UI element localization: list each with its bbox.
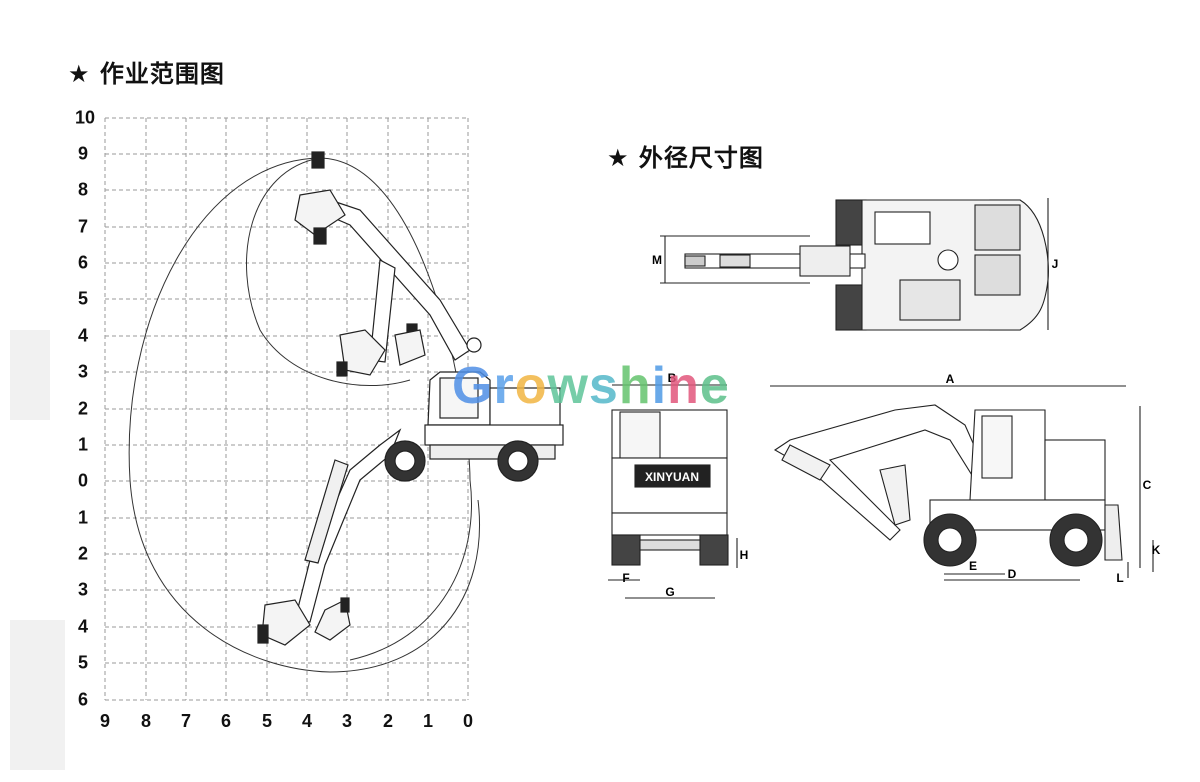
y-tick-label: 6 xyxy=(77,252,88,273)
y-tick-label: 0 xyxy=(77,470,88,491)
x-tick-label: 6 xyxy=(220,711,232,731)
front-view-drawing xyxy=(608,384,738,599)
dim-label-h: H xyxy=(740,548,749,562)
watermark-letter: e xyxy=(699,357,730,415)
y-tick-label: 3 xyxy=(77,361,88,382)
front-view-brand: XINYUAN xyxy=(645,470,699,484)
dim-label-j: J xyxy=(1052,257,1059,271)
watermark-letter: h xyxy=(618,357,652,415)
dim-label-g: G xyxy=(665,585,674,599)
dim-label-c: C xyxy=(1143,478,1152,492)
y-tick-label: 2 xyxy=(77,543,88,564)
watermark-letter: n xyxy=(667,357,700,415)
x-tick-label: 1 xyxy=(422,711,434,731)
x-tick-label: 2 xyxy=(382,711,394,731)
x-tick-label: 4 xyxy=(301,711,313,731)
dimensions-title: ★ 外径尺寸图 xyxy=(607,144,764,172)
x-tick-label: 9 xyxy=(99,711,111,731)
y-tick-label: 1 xyxy=(77,434,88,455)
top-view-drawing xyxy=(660,198,1049,331)
y-tick-label: 5 xyxy=(77,288,88,309)
watermark-letter: r xyxy=(493,357,515,415)
y-tick-label: 4 xyxy=(77,325,88,346)
y-tick-label: 2 xyxy=(77,398,88,419)
y-tick-label: 10 xyxy=(74,107,95,128)
y-tick-label: 3 xyxy=(77,579,88,600)
y-tick-label: 5 xyxy=(77,652,88,673)
y-tick-label: 6 xyxy=(77,689,88,710)
x-tick-label: 5 xyxy=(261,711,273,731)
y-tick-label: 9 xyxy=(77,143,88,164)
watermark-letter: G xyxy=(452,357,494,415)
dim-label-a: A xyxy=(946,372,955,386)
y-tick-label: 7 xyxy=(77,216,88,237)
background-ghost-bottom xyxy=(10,620,65,770)
x-tick-label: 8 xyxy=(140,711,152,731)
dim-label-d: D xyxy=(1008,567,1017,581)
working-envelope xyxy=(128,157,480,673)
growshine-watermark: Growshine xyxy=(452,356,730,416)
watermark-letter: w xyxy=(547,357,589,415)
y-tick-label: 4 xyxy=(77,616,88,637)
dim-label-e: E xyxy=(969,559,977,573)
x-tick-label: 0 xyxy=(462,711,474,731)
dim-label-f: F xyxy=(622,571,629,585)
dim-label-b: B xyxy=(668,371,677,385)
y-tick-label: 8 xyxy=(77,179,88,200)
side-view-drawing xyxy=(770,385,1154,581)
working-range-title: ★ 作业范围图 xyxy=(68,60,225,88)
y-tick-label: 1 xyxy=(77,507,88,528)
watermark-letter: s xyxy=(588,357,619,415)
x-tick-label: 3 xyxy=(341,711,353,731)
background-ghost-left xyxy=(10,330,50,420)
dim-label-k: K xyxy=(1152,543,1161,557)
dim-label-m: M xyxy=(652,253,662,267)
x-tick-label: 7 xyxy=(180,711,192,731)
watermark-letter: i xyxy=(651,357,668,415)
working-range-excavator xyxy=(257,151,564,646)
watermark-letter: o xyxy=(514,357,548,415)
dim-label-l: L xyxy=(1116,571,1123,585)
